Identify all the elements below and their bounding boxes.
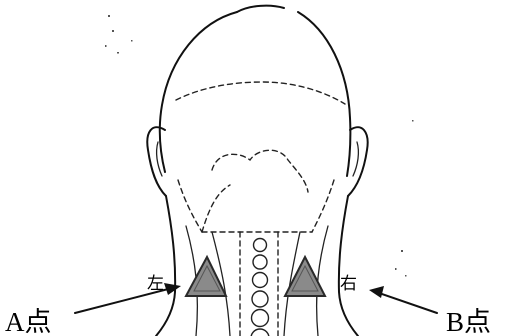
left-side-label: 左	[147, 274, 164, 293]
head-outline	[160, 6, 351, 176]
vertebra	[252, 291, 268, 307]
vertebra	[251, 329, 269, 336]
occipital-lines	[178, 180, 334, 232]
vertebra	[253, 255, 267, 269]
point-a-label: A点	[5, 307, 52, 336]
point-b-label: B点	[446, 307, 491, 336]
vertebra	[254, 239, 267, 252]
arrow-b	[369, 286, 437, 313]
arrow-a	[75, 283, 181, 313]
cervical-vertebrae	[251, 239, 269, 336]
right-side-label: 右	[340, 274, 357, 293]
vertebra	[253, 273, 268, 288]
nape-hairline	[212, 150, 308, 192]
vertebra	[252, 310, 269, 327]
